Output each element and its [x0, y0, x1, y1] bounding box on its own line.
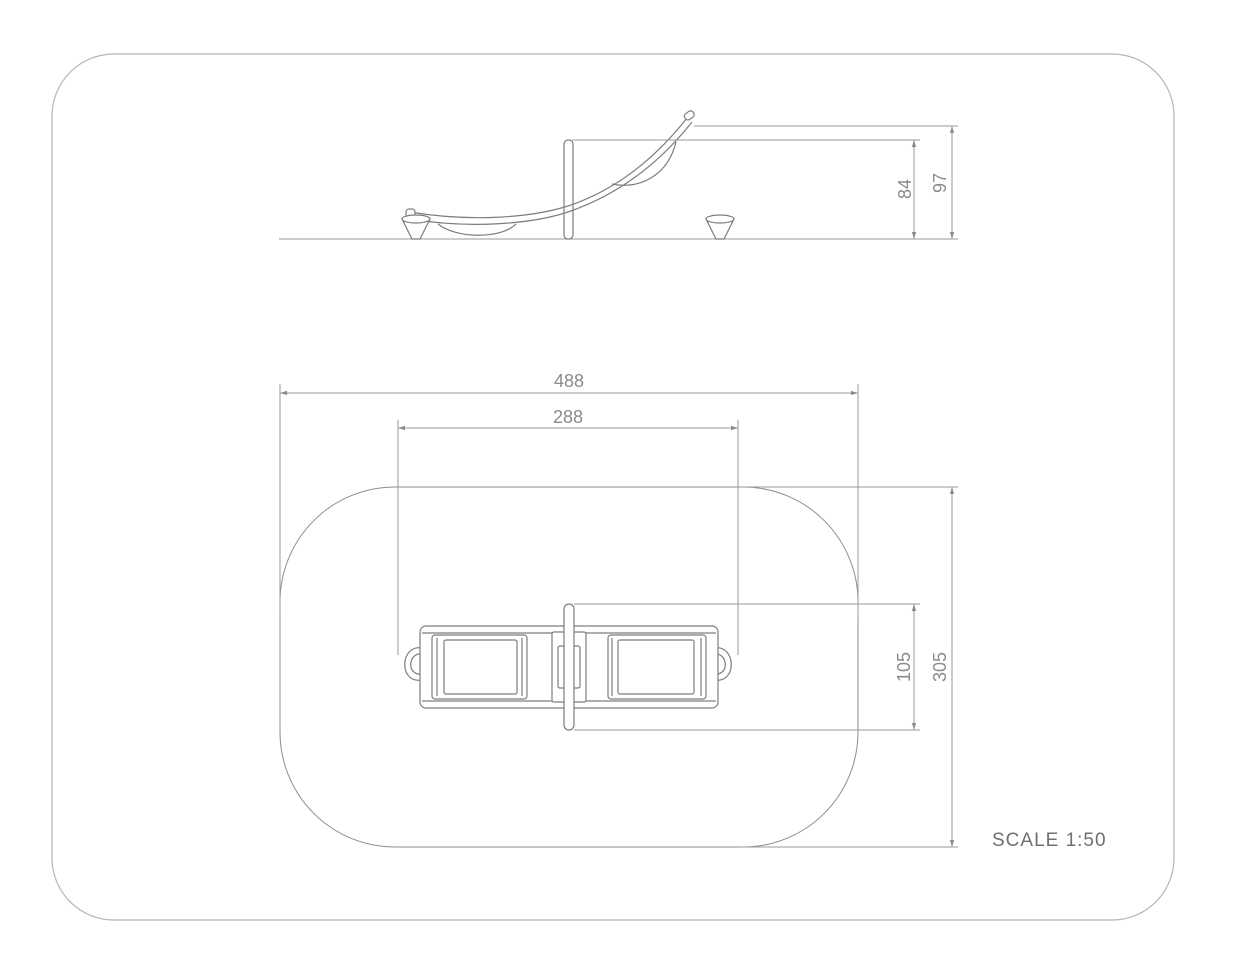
dim-label-84: 84	[895, 179, 915, 199]
center-post	[563, 139, 574, 240]
top-view: 488 288 105	[279, 371, 958, 848]
dim-label-305: 305	[930, 652, 950, 682]
seat-left	[437, 223, 517, 236]
dim-label-488: 488	[554, 371, 584, 391]
seesaw-beam	[409, 117, 688, 219]
handle-left	[404, 647, 423, 681]
seat-right	[611, 141, 677, 186]
dim-label-288: 288	[553, 407, 583, 427]
dim-label-105: 105	[894, 652, 914, 682]
handle-right	[713, 647, 732, 681]
center-post-top	[563, 603, 575, 731]
side-view: 84 97	[279, 110, 958, 240]
dim-label-97: 97	[930, 173, 950, 193]
scale-label: SCALE 1:50	[992, 830, 1107, 851]
